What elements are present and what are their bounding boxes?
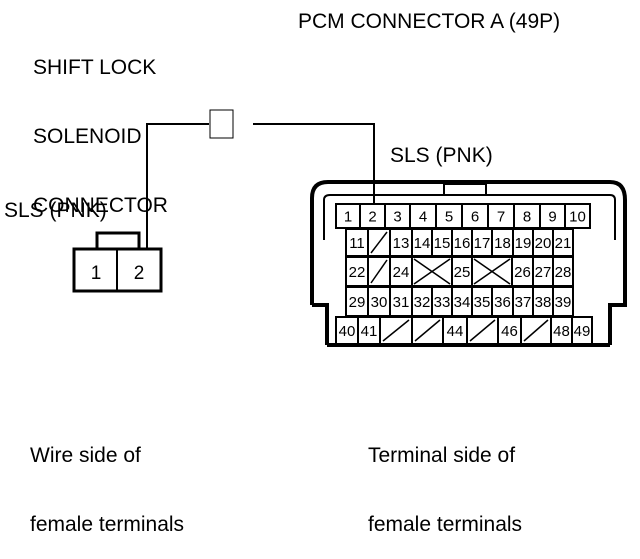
right-caption-line-2: female terminals xyxy=(368,513,523,536)
unused-pin-slash xyxy=(414,319,441,342)
unused-pin-slash xyxy=(370,231,388,254)
left-title-line-2: SOLENOID xyxy=(33,125,142,148)
pin-20: 20 xyxy=(535,235,552,252)
left-wire-label: SLS (PNK) xyxy=(4,199,107,222)
pin-25: 25 xyxy=(454,264,471,281)
pin-2: 2 xyxy=(368,209,376,226)
pin-cell xyxy=(487,203,515,229)
pin-15: 15 xyxy=(434,235,451,252)
wire-break-box xyxy=(209,109,234,139)
pin-26: 26 xyxy=(514,264,531,281)
unused-pin-slash xyxy=(370,259,388,284)
shell-outer-right xyxy=(608,180,627,345)
pin-13: 13 xyxy=(393,235,410,252)
left-pin-2: 2 xyxy=(134,263,145,284)
pin-48: 48 xyxy=(553,323,570,340)
pin-cell xyxy=(571,316,593,345)
pin-cell xyxy=(564,203,591,229)
pin-10: 10 xyxy=(569,209,586,226)
pin-4: 4 xyxy=(419,209,427,226)
wire-left-segment xyxy=(146,123,209,252)
shift-lock-solenoid-connector xyxy=(72,231,163,293)
pin-22: 22 xyxy=(349,264,366,281)
pin-33: 33 xyxy=(434,294,451,311)
pin-41: 41 xyxy=(361,323,378,340)
pin-29: 29 xyxy=(349,294,366,311)
blocked-pin-cross xyxy=(473,258,511,285)
wire-right-segment xyxy=(253,123,375,206)
pin-14: 14 xyxy=(414,235,431,252)
pin-cell xyxy=(442,316,468,345)
pin-11: 11 xyxy=(349,235,365,252)
pin-30: 30 xyxy=(371,294,388,311)
pin-37: 37 xyxy=(515,294,532,311)
shell-key xyxy=(443,183,487,196)
left-connector-title: SHIFT LOCK SOLENOID CONNECTOR xyxy=(33,10,168,240)
left-title-line-3: CONNECTOR xyxy=(33,194,168,217)
pin-18: 18 xyxy=(494,235,511,252)
shell-outer xyxy=(310,180,610,305)
right-connector-title: PCM CONNECTOR A (49P) xyxy=(298,10,561,33)
pin-16: 16 xyxy=(454,235,471,252)
right-wire-label: SLS (PNK) xyxy=(390,144,493,167)
pin-17: 17 xyxy=(474,235,491,252)
pin-1: 1 xyxy=(344,209,352,226)
pin-5: 5 xyxy=(445,209,453,226)
blocked-pin-cross xyxy=(413,258,451,285)
wire-sls xyxy=(146,109,375,252)
pin-31: 31 xyxy=(393,294,410,311)
left-caption-line-2: female terminals xyxy=(30,513,185,536)
pin-46: 46 xyxy=(501,323,518,340)
pin-6: 6 xyxy=(471,209,479,226)
unused-pin-slash xyxy=(469,319,496,342)
pin-40: 40 xyxy=(339,323,356,340)
pin-32: 32 xyxy=(414,294,431,311)
unused-pin-slash xyxy=(523,319,549,342)
shell-outer-left-foot xyxy=(312,303,329,345)
pin-7: 7 xyxy=(497,209,505,226)
pin-19: 19 xyxy=(515,235,532,252)
connector-lock-tab xyxy=(95,231,141,252)
pin-8: 8 xyxy=(523,209,531,226)
pin-21: 21 xyxy=(555,235,572,252)
pin-3: 3 xyxy=(393,209,401,226)
pin-39: 39 xyxy=(555,294,572,311)
pin-38: 38 xyxy=(535,294,552,311)
pin-34: 34 xyxy=(454,294,471,311)
left-pin-1: 1 xyxy=(91,263,102,284)
pin-36: 36 xyxy=(494,294,511,311)
pin-28: 28 xyxy=(555,264,572,281)
pin-27: 27 xyxy=(535,264,552,281)
unused-pin-slash xyxy=(382,319,410,342)
pin-9: 9 xyxy=(548,209,556,226)
pin-35: 35 xyxy=(474,294,491,311)
left-title-line-1: SHIFT LOCK xyxy=(33,56,157,79)
pin-24: 24 xyxy=(393,264,410,281)
pin-49: 49 xyxy=(574,323,591,340)
pin-44: 44 xyxy=(447,323,464,340)
